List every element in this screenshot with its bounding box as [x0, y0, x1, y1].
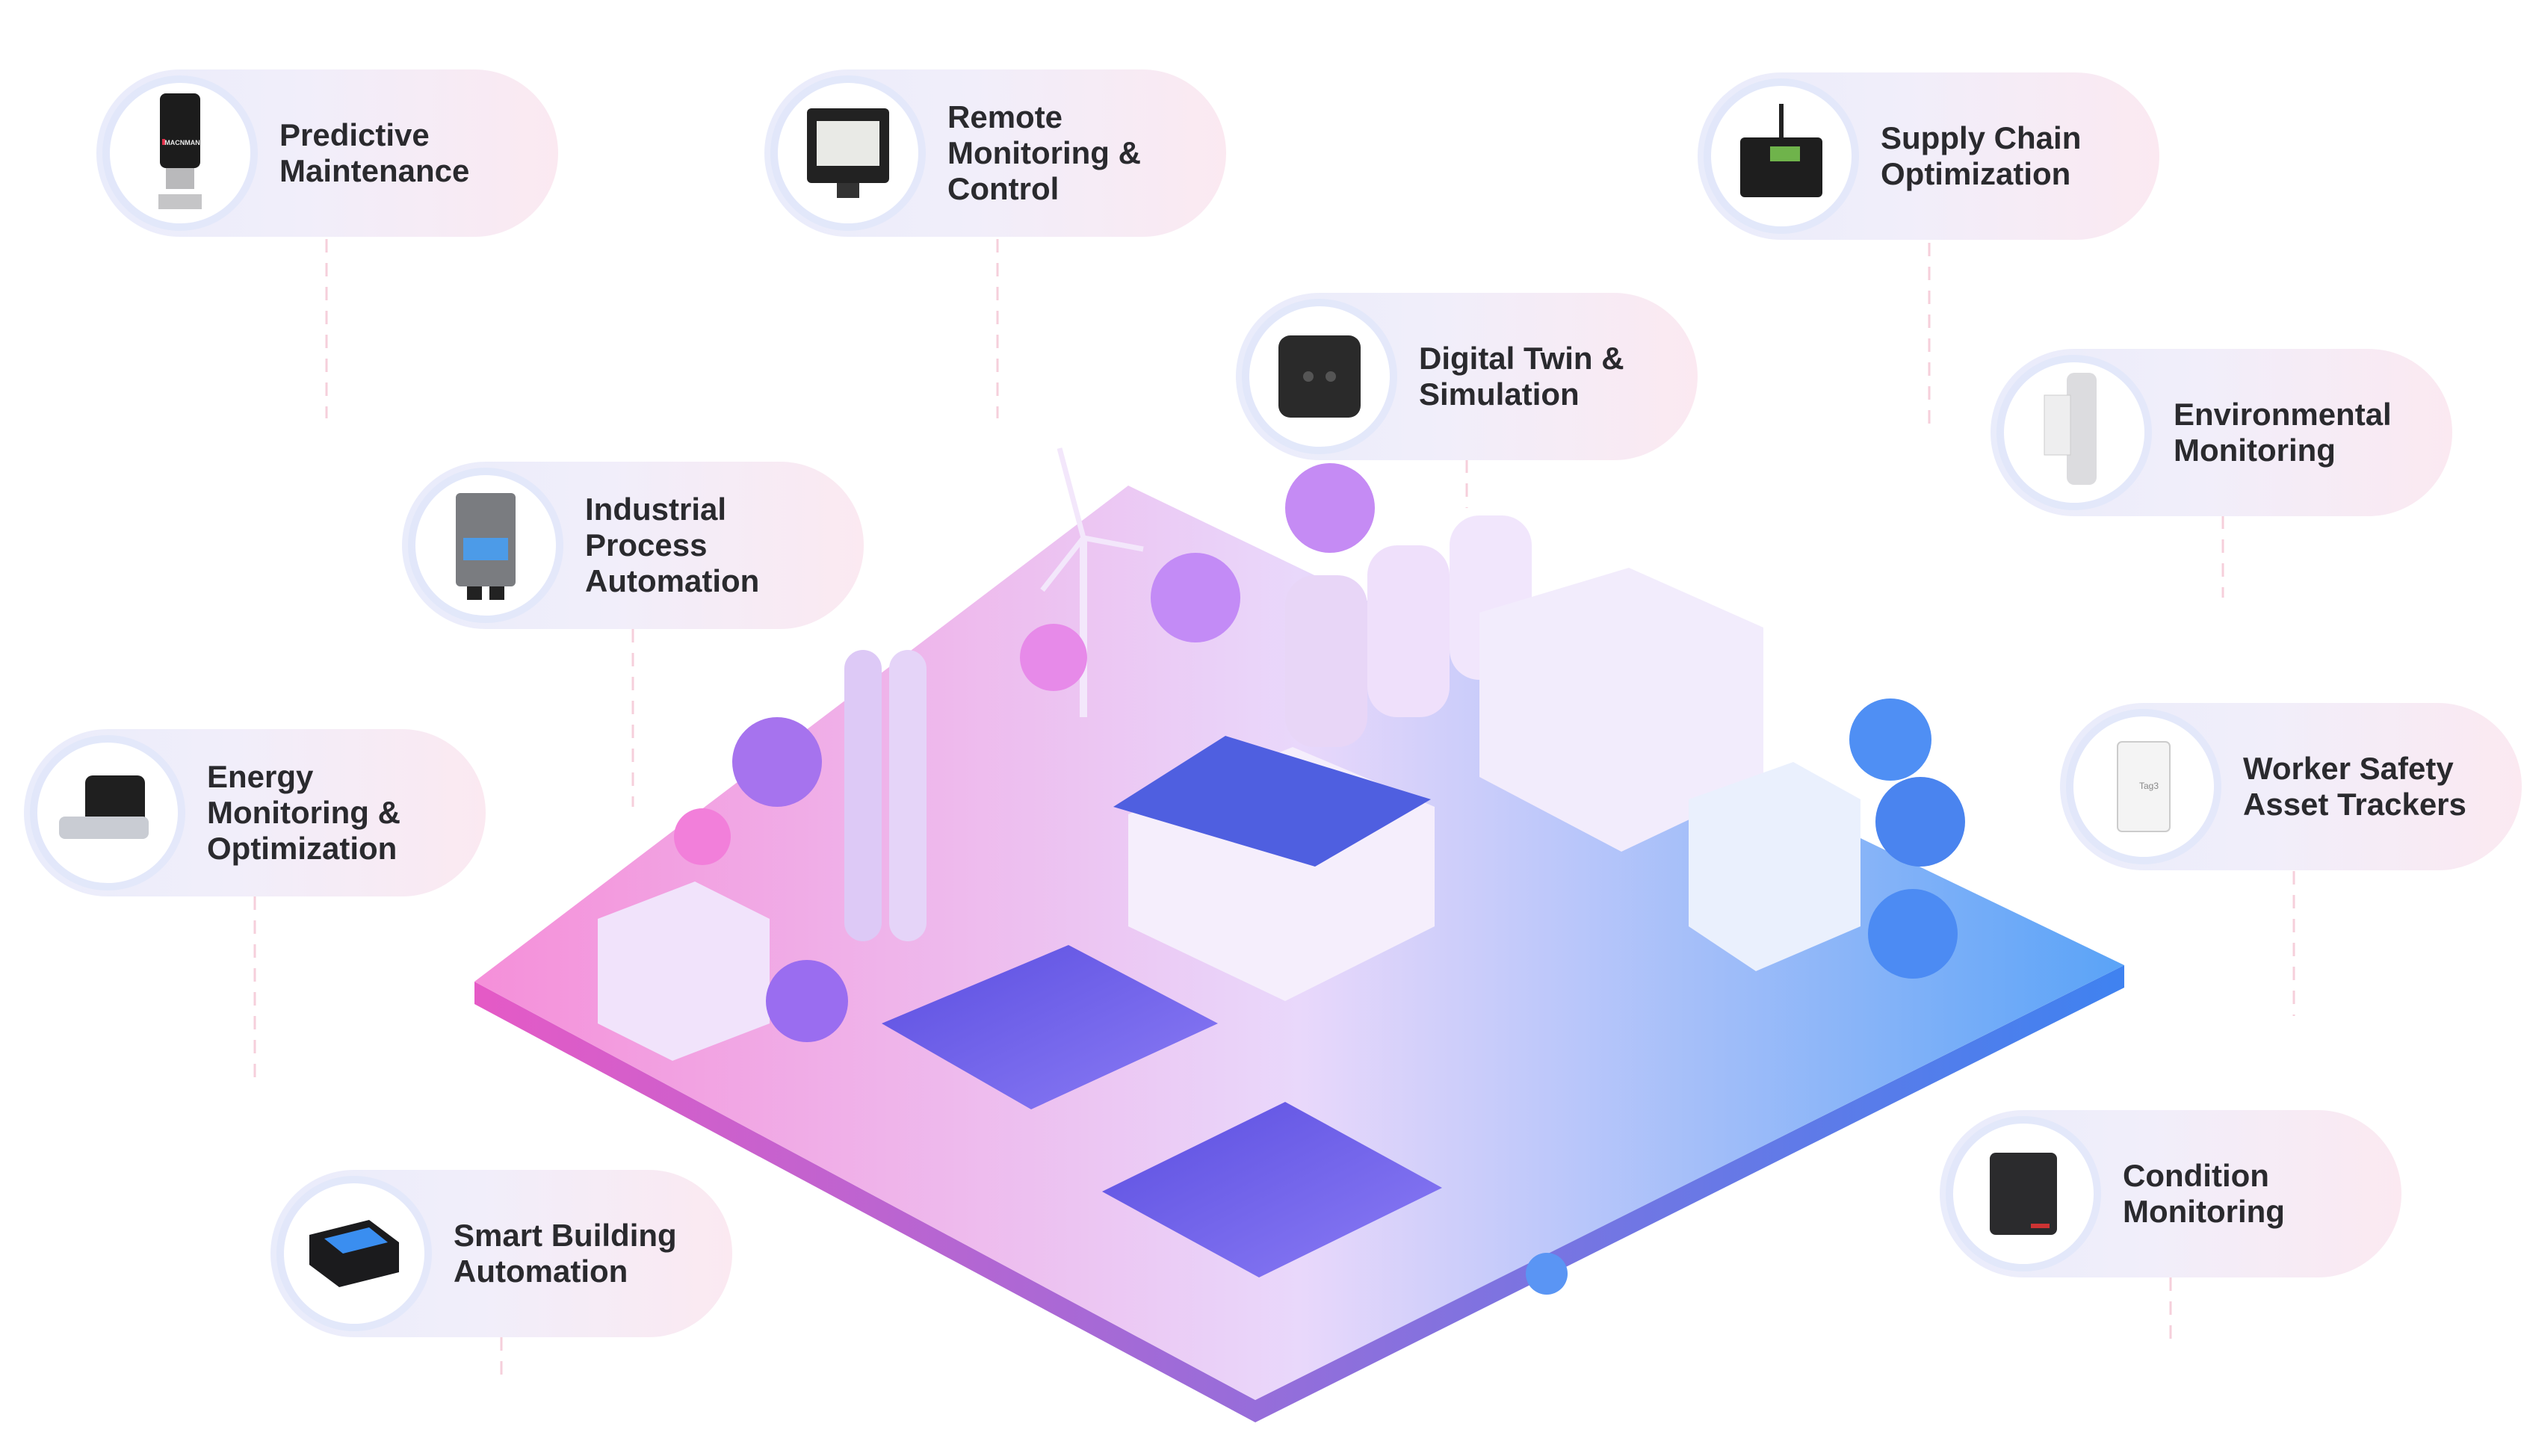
sensor-box-icon [1249, 306, 1390, 447]
brand-label: MACNMAN [164, 139, 200, 146]
io-controller-icon [415, 475, 556, 616]
use-case-environmental[interactable]: Environmental Monitoring [1991, 349, 2452, 516]
tag-tracker-icon: Tag3 [2073, 716, 2214, 857]
use-case-title: Predictive Maintenance [279, 117, 470, 188]
gateway-antenna-icon [1711, 86, 1852, 226]
use-case-digital-twin[interactable]: Digital Twin & Simulation [1236, 293, 1698, 460]
use-case-title: Condition Monitoring [2123, 1158, 2285, 1229]
solar-panel [882, 945, 1218, 1109]
turbine-blades [1040, 447, 1144, 592]
display-controller-icon [778, 83, 918, 223]
use-case-title: Energy Monitoring & Optimization [207, 759, 400, 866]
use-case-worker-safety[interactable]: Tag3 Worker Safety Asset Trackers [2060, 703, 2522, 870]
tank [844, 650, 882, 941]
use-case-remote-monitoring[interactable]: Remote Monitoring & Control [764, 69, 1226, 237]
energy-meter-icon [37, 743, 178, 883]
use-case-title: Environmental Monitoring [2174, 397, 2392, 468]
use-case-title: Industrial Process Automation [585, 492, 760, 598]
silo [1367, 545, 1450, 717]
solar-panel [1102, 1102, 1442, 1277]
use-case-condition[interactable]: Condition Monitoring [1940, 1110, 2401, 1277]
trees [674, 463, 1965, 1295]
utility-block [1689, 762, 1860, 971]
connector-lines [253, 239, 2295, 1375]
silo [1285, 575, 1367, 747]
storage-block [598, 882, 770, 1061]
tank [889, 650, 927, 941]
use-case-energy[interactable]: Energy Monitoring & Optimization [24, 729, 486, 896]
use-case-supply-chain[interactable]: Supply Chain Optimization [1698, 72, 2159, 240]
vibration-sensor-icon: MACNMAN [110, 83, 250, 223]
weather-station-icon [2004, 362, 2144, 503]
factory-hall [1479, 568, 1763, 852]
use-case-title: Remote Monitoring & Control [947, 99, 1141, 206]
use-case-title: Digital Twin & Simulation [1419, 341, 1624, 412]
tag-label: Tag3 [2139, 781, 2159, 791]
use-case-smart-building[interactable]: Smart Building Automation [270, 1170, 732, 1337]
building-roof-solar [1113, 736, 1431, 867]
use-case-title: Supply Chain Optimization [1881, 120, 2082, 191]
use-case-title: Smart Building Automation [454, 1218, 677, 1289]
use-case-industrial-process[interactable]: Industrial Process Automation [402, 462, 864, 629]
condition-sensor-icon [1953, 1124, 2094, 1264]
use-case-title: Worker Safety Asset Trackers [2243, 751, 2466, 822]
building-gateway-icon [284, 1183, 424, 1324]
use-case-predictive-maintenance[interactable]: MACNMAN Predictive Maintenance [96, 69, 558, 237]
